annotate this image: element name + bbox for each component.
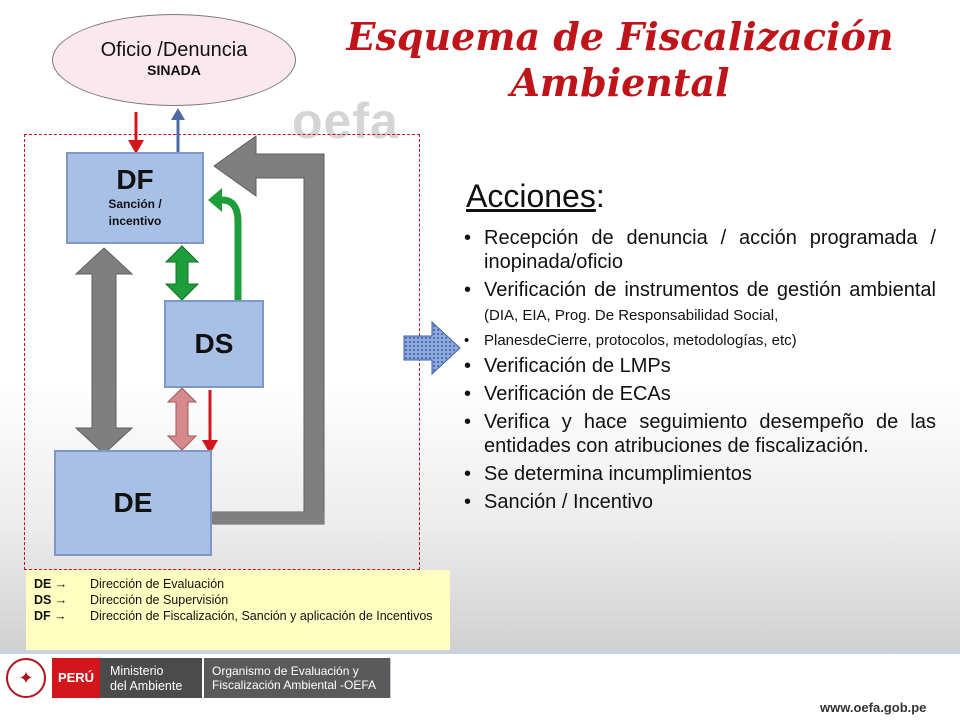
actions-heading-suffix: :	[595, 178, 605, 214]
ministry-label: Ministerio del Ambiente	[100, 658, 202, 698]
slide-title-line1: Esquema de Fiscalización	[346, 14, 894, 59]
box-de: DE	[54, 450, 212, 556]
slide-title: Esquema de Fiscalización Ambiental	[300, 14, 940, 106]
legend-ds-text: Dirección de Supervisión	[90, 593, 229, 607]
green-curved-arrow	[220, 196, 242, 300]
list-item: Se determina incumplimientos	[462, 462, 936, 486]
footer-divider	[0, 650, 960, 654]
list-item-text: Verificación de instrumentos de gestión …	[484, 279, 936, 301]
list-item: Recepción de denuncia / acción programad…	[462, 226, 936, 274]
footer-blank-band	[390, 658, 960, 698]
list-item: Verificación de LMPs	[462, 354, 936, 378]
pink-double-arrow	[166, 387, 198, 451]
green-double-arrow	[164, 245, 200, 301]
legend-de-text: Dirección de Evaluación	[90, 577, 225, 591]
input-oval: Oficio /Denuncia SINADA	[52, 14, 296, 106]
blue-arrow-output	[171, 108, 185, 120]
slide-title-line2: Ambiental	[510, 60, 730, 105]
actions-heading: Acciones:	[466, 178, 605, 215]
list-item: Sanción / Incentivo	[462, 490, 936, 514]
list-item-detail: (DIA, EIA, Prog. De Responsabilidad Soci…	[484, 307, 779, 324]
input-oval-label: Oficio /Denuncia	[100, 39, 248, 61]
red-arrow-ds-de	[202, 440, 218, 454]
box-ds: DS	[164, 300, 264, 388]
gray-double-arrow	[74, 247, 134, 455]
block-arrow-to-actions	[403, 320, 461, 376]
list-item: Verificación de ECAs	[462, 382, 936, 406]
peru-label: PERÚ	[52, 658, 100, 698]
box-df-sublabel2: incentivo	[108, 214, 162, 228]
website-url[interactable]: www.oefa.gob.pe	[820, 700, 927, 715]
legend-row-df: DF →Dirección de Fiscalización, Sanción …	[34, 609, 433, 623]
red-arrow-input	[128, 140, 144, 154]
oefa-watermark-logo: oefa	[292, 93, 399, 149]
box-df-label: DF	[116, 164, 154, 195]
legend-df-text: Dirección de Fiscalización, Sanción y ap…	[90, 609, 433, 623]
box-df-sublabel: Sanción /	[108, 197, 162, 211]
legend-row-de: DE →Dirección de Evaluación	[34, 577, 225, 591]
national-seal-icon: ✦	[6, 658, 46, 698]
gray-loop-base	[212, 512, 324, 524]
list-item: Verifica y hace seguimiento desempeño de…	[462, 410, 936, 458]
organization-label: Organismo de Evaluación y Fiscalización …	[202, 658, 390, 698]
input-oval-sublabel: SINADA	[147, 62, 201, 78]
list-item: Verificación de instrumentos de gestión …	[462, 278, 936, 328]
box-df: DF Sanción / incentivo	[66, 152, 204, 244]
actions-heading-text: Acciones	[466, 178, 596, 214]
footer-banner: ✦ PERÚ Ministerio del Ambiente Organismo…	[0, 650, 960, 700]
legend-row-ds: DS →Dirección de Supervisión	[34, 593, 229, 607]
legend: DE →Dirección de Evaluación DS →Direcció…	[26, 570, 450, 654]
actions-list: Recepción de denuncia / acción programad…	[462, 226, 936, 518]
list-item: PlanesdeCierre, protocolos, metodologías…	[462, 332, 936, 350]
